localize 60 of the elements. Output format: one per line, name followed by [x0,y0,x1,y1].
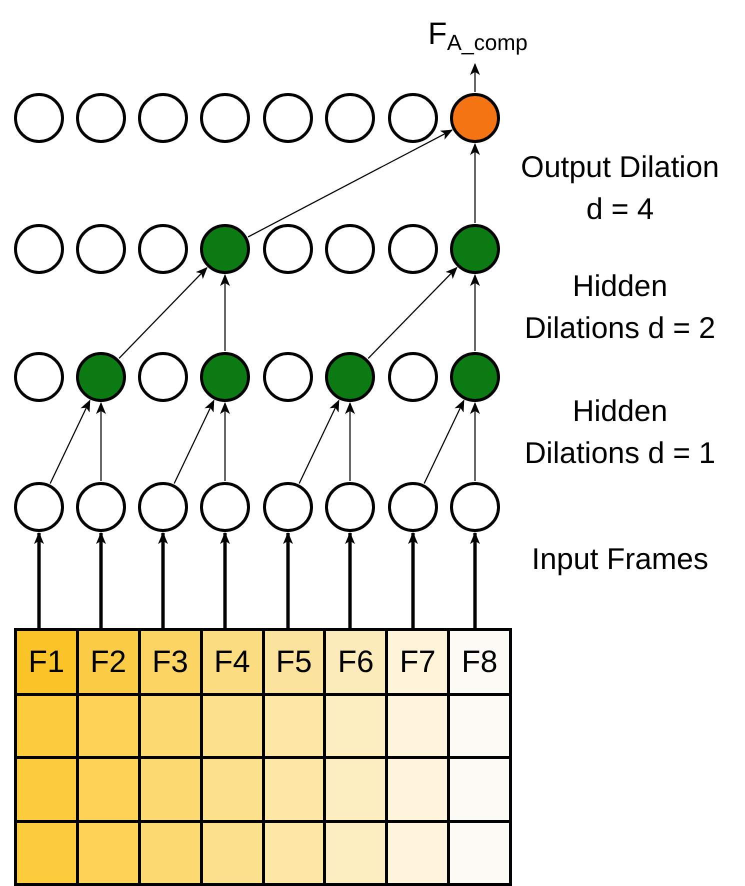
frame-cell: F2 [78,631,138,693]
grid-cell [264,759,324,820]
arrow [298,400,340,484]
grid-cell [326,759,386,820]
arrow [96,402,106,481]
grid-cell [78,759,138,820]
layer-label: Output Dilation d = 4 [520,150,720,228]
frame-cell: F7 [388,631,448,693]
arrow [34,532,44,631]
grid-cell [388,759,448,820]
arrow [345,402,355,481]
arrow [158,532,168,631]
frame-cell: F5 [264,631,324,693]
layer-label: Hidden Dilations d = 1 [524,394,716,472]
grid-cell [202,696,262,756]
arrow [96,532,106,631]
frame-cell: F4 [202,631,262,693]
arrow [368,266,458,359]
grid-cell [450,696,509,756]
grid-cell [450,822,509,883]
grid-cell [140,759,200,820]
frame-cell: F3 [140,631,200,693]
frame-cell: F1 [17,631,76,693]
arrow [345,532,355,631]
grid-cell [450,759,509,820]
layer-label: Hidden Dilations d = 2 [524,269,716,347]
arrow [118,266,208,359]
grid-cell [17,696,76,756]
output-symbol: F$_{A_comp}$ [428,14,570,64]
arrow [50,400,90,484]
arrow [424,400,464,484]
arrow [220,532,230,631]
grid-cell [17,822,76,883]
arrow [470,402,480,481]
frame-grid [14,628,512,886]
arrow [470,274,480,351]
arrow [283,532,293,631]
arrow [470,63,480,92]
arrow [174,400,214,484]
grid-cell [202,759,262,820]
grid-cell [326,696,386,756]
grid-cell [264,696,324,756]
frame-cell: F6 [326,631,386,693]
arrow [220,402,230,481]
grid-cell [202,822,262,883]
grid-cell [78,822,138,883]
grid-cell [140,822,200,883]
arrow [408,532,418,631]
arrow [470,532,480,631]
grid-cell [388,696,448,756]
grid-cell [388,822,448,883]
grid-cell [326,822,386,883]
arrow [470,143,480,223]
grid-cell [264,822,324,883]
grid-cell [140,696,200,756]
arrow [220,274,230,351]
grid-cell [78,696,138,756]
frame-cell: F8 [450,631,509,693]
grid-cell [17,759,76,820]
layer-label: Input Frames [530,542,710,578]
